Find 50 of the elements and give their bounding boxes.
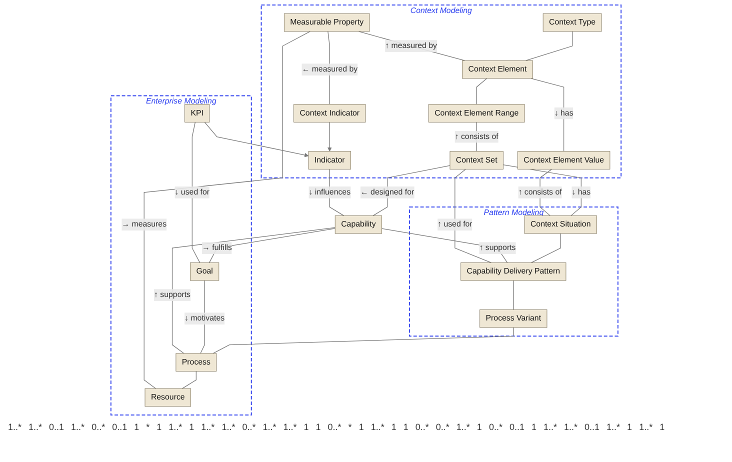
multiplicity-label: 1..* bbox=[71, 422, 85, 432]
connector bbox=[144, 31, 310, 389]
multiplicity-label: 0..* bbox=[328, 422, 342, 432]
multiplicity-label: 0..1 bbox=[49, 422, 64, 432]
multiplicity-label: 1 bbox=[304, 422, 309, 432]
multiplicity-label: 1..* bbox=[28, 422, 42, 432]
multiplicity-label: 0..1 bbox=[112, 422, 128, 432]
multiplicity-label: 1..* bbox=[564, 422, 578, 432]
multiplicity-label: 1..* bbox=[543, 422, 557, 432]
multiplicity-label: 0..* bbox=[415, 422, 429, 432]
multiplicity-label: 1..* bbox=[370, 422, 384, 432]
multiplicity-label: 1 bbox=[531, 422, 536, 432]
multiplicity-label: 1 bbox=[627, 422, 632, 432]
multiplicity-label: 0..* bbox=[242, 422, 256, 432]
multiplicity-label: 1..* bbox=[201, 422, 215, 432]
connector bbox=[212, 327, 514, 354]
multiplicity-label: 1..* bbox=[639, 422, 653, 432]
connector bbox=[530, 78, 564, 152]
multiplicity-label: 1 bbox=[476, 422, 482, 432]
multiplicity-label: 1 bbox=[189, 422, 194, 432]
multiplicity-label: 1..* bbox=[606, 422, 620, 432]
arrow bbox=[327, 122, 332, 152]
multiplicity-label: 0..* bbox=[436, 422, 450, 432]
multiplicity-label: * bbox=[348, 422, 352, 432]
multiplicity-label: 1 bbox=[391, 422, 396, 432]
multiplicity-label: 1..* bbox=[283, 422, 297, 432]
arrow bbox=[204, 122, 309, 158]
multiplicity-label: 1 bbox=[403, 422, 408, 432]
multiplicity-label: 1..* bbox=[222, 422, 236, 432]
connector bbox=[526, 31, 573, 61]
connector bbox=[454, 168, 492, 263]
connector bbox=[192, 122, 200, 263]
multiplicity-label: 1 bbox=[316, 422, 321, 432]
multiplicity-label: 0..* bbox=[92, 422, 106, 432]
multiplicity-label: 1 bbox=[358, 422, 364, 432]
connector bbox=[530, 233, 561, 263]
multiplicity-label: 0..* bbox=[488, 422, 502, 432]
connector bbox=[372, 165, 450, 216]
multiplicity-label: 1..* bbox=[456, 422, 470, 432]
multiplicity-label: 0..1 bbox=[584, 422, 600, 432]
multiplicity-label: * bbox=[146, 422, 150, 432]
connector bbox=[476, 78, 488, 105]
multiplicity-label: 1..* bbox=[262, 422, 276, 432]
connector bbox=[358, 31, 466, 61]
multiplicity-label: 1..* bbox=[8, 422, 22, 432]
multiplicity-label: 1 bbox=[660, 422, 665, 432]
multiplicity-label: 1 bbox=[156, 422, 162, 432]
multiplicity-label: 1 bbox=[134, 422, 140, 432]
multiplicity-label: 0..1 bbox=[509, 422, 524, 432]
multiplicity-label: 1..* bbox=[168, 422, 182, 432]
